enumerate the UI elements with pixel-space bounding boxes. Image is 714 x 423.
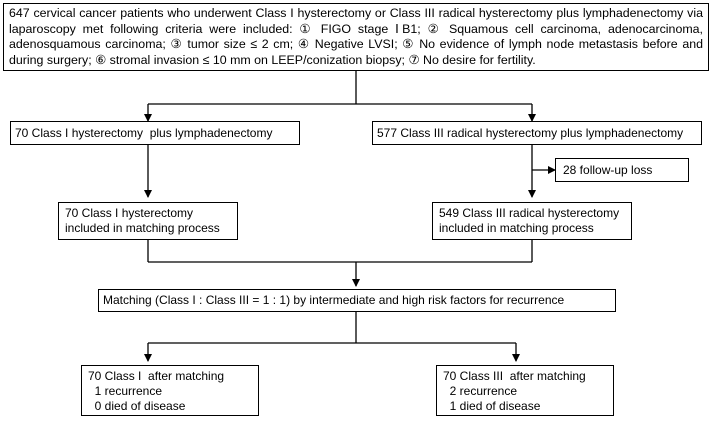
class1-matching-line2: included in matching process (65, 221, 220, 235)
class3-initial-box: 577 Class III radical hysterectomy plus … (372, 121, 702, 145)
class3-after-line1: 70 Class III after matching (443, 369, 586, 383)
class1-matching-line1: 70 Class I hysterectomy (65, 206, 194, 220)
class1-matching-box: 70 Class I hysterectomy included in matc… (58, 202, 238, 240)
follow-up-loss-box: 28 follow-up loss (555, 158, 689, 182)
matching-box: Matching (Class I : Class III = 1 : 1) b… (98, 289, 616, 312)
class1-initial-text: 70 Class I hysterectomy plus lymphadenec… (15, 125, 273, 140)
class1-after-deaths: 0 died of disease (88, 399, 186, 413)
class3-matching-box: 549 Class III radical hysterectomy inclu… (432, 202, 632, 240)
class3-initial-text: 577 Class III radical hysterectomy plus … (377, 125, 684, 140)
class1-after-recurrence: 1 recurrence (88, 384, 163, 398)
class3-after-recurrence: 2 recurrence (443, 384, 518, 398)
class3-after-box: 70 Class III after matching 2 recurrence… (436, 365, 614, 416)
class3-after-deaths: 1 died of disease (443, 399, 541, 413)
class3-matching-line1: 549 Class III radical hysterectomy (439, 206, 620, 220)
matching-text: Matching (Class I : Class III = 1 : 1) b… (103, 293, 565, 307)
inclusion-criteria-text: 647 cervical cancer patients who underwe… (9, 6, 703, 67)
class1-after-line1: 70 Class I after matching (88, 369, 225, 383)
class1-after-box: 70 Class I after matching 1 recurrence 0… (81, 365, 259, 416)
class1-initial-box: 70 Class I hysterectomy plus lymphadenec… (10, 121, 300, 145)
follow-up-loss-text: 28 follow-up loss (563, 162, 653, 177)
class3-matching-line2: included in matching process (439, 221, 594, 235)
inclusion-criteria-box: 647 cervical cancer patients who underwe… (3, 3, 709, 71)
